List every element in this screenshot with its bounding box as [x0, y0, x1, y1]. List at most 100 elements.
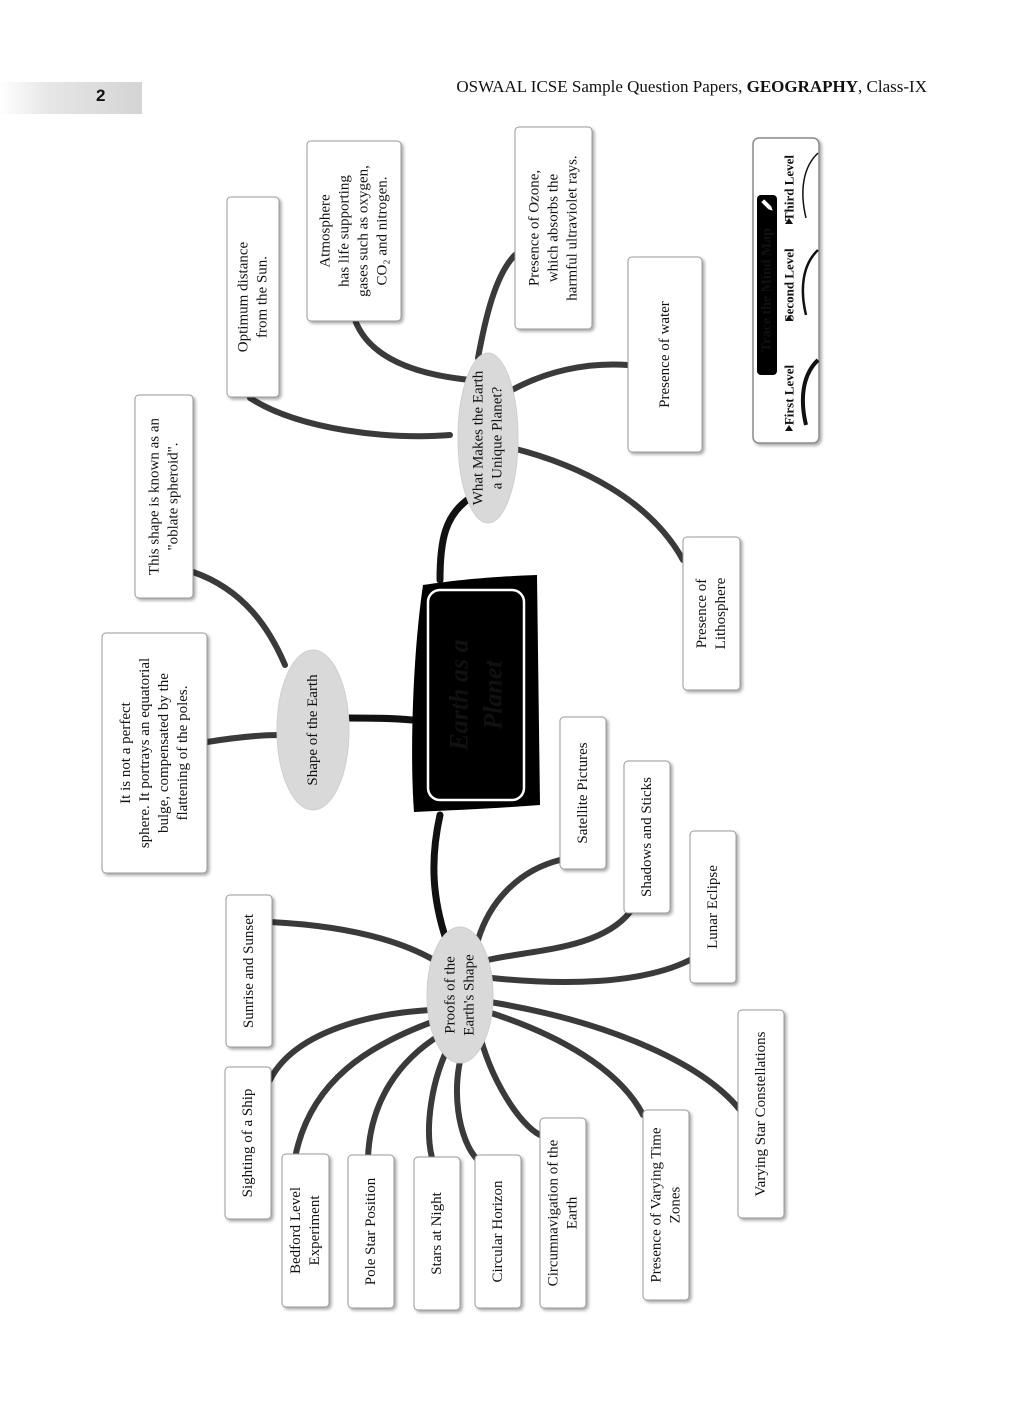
leaf-varying-star-constellations-text-line: Varying Star Constellations: [753, 1031, 769, 1196]
link-proof-circumnavigation: [475, 1025, 543, 1138]
link-proof-shadows: [485, 909, 633, 963]
leaf-satellite-pictures-box: [559, 716, 607, 870]
leaf-ozone-text-line: Presence of Ozone,: [527, 170, 543, 286]
leaf-water-box: [627, 256, 703, 453]
link-proof-satellite: [475, 857, 563, 943]
link-center-unique: [436, 494, 474, 584]
link-unique-ozone: [475, 252, 518, 361]
leaf-satellite-pictures-text-line: Satellite Pictures: [575, 742, 591, 843]
leaf-sighting-of-ship-text: Sighting of a Ship: [240, 1089, 256, 1198]
header-subject: GEOGRAPHY: [746, 77, 859, 96]
leaf-sunrise-sunset-text-line: Sunrise and Sunset: [241, 913, 257, 1028]
leaf-ozone-text-line: which absorbs the: [546, 174, 562, 283]
leaf-lithosphere-box: [682, 536, 741, 691]
leaf-circular-horizon-text: Circular Horizon: [490, 1180, 506, 1283]
leaf-shadows-and-sticks-text: Shadows and Sticks: [639, 777, 655, 897]
leaf-varying-star-constellations-text: Varying Star Constellations: [753, 1031, 769, 1196]
link-shape-oblate: [190, 569, 288, 668]
leaf-oblate-spheroid-box: [134, 394, 194, 599]
legend-level-label: Second Level: [782, 248, 797, 322]
leaf-atmosphere-text-line: has life supporting: [337, 175, 353, 287]
leaf-circumnavigation-box: [539, 1117, 587, 1309]
leaf-optimum-distance-box: [226, 196, 280, 398]
leaf-pole-star-position-box: [347, 1154, 395, 1309]
page-header: OSWAAL ICSE Sample Question Papers, GEOG…: [456, 77, 927, 97]
legend-title: Trace the Mind Map: [760, 228, 775, 352]
topic-proofs-label-line: Proofs of the: [443, 956, 459, 1034]
legend-bullet-icon: [785, 425, 793, 431]
legend-title-line: Trace the Mind Map: [760, 228, 775, 352]
leaf-oblate-spheroid-text-line: This shape is known as an: [147, 417, 163, 575]
link-proof-ship: [267, 1007, 433, 1083]
legend-level-label: Third Level: [782, 155, 797, 221]
leaf-optimum-distance-text-line: from the Sun.: [255, 256, 271, 338]
legend-title-bg: [757, 195, 777, 375]
leaf-circumnavigation-text-line: Earth: [565, 1196, 581, 1229]
leaf-equatorial-bulge-text-line: It is not a perfect: [118, 701, 134, 803]
leaf-satellite-pictures-text: Satellite Pictures: [575, 742, 591, 843]
leaf-atmosphere-text-line: CO₂ and nitrogen.: [375, 177, 391, 286]
link-proof-constellations: [487, 999, 743, 1113]
leaf-varying-time-zones-text-line: Presence of Varying Time: [649, 1127, 665, 1282]
link-proof-sunrise: [267, 919, 437, 963]
leaf-sighting-of-ship-box: [224, 1066, 272, 1220]
link-unique-atmosphere: [352, 317, 473, 383]
leaf-shadows-and-sticks-text-line: Shadows and Sticks: [639, 777, 655, 897]
leaf-stars-at-night-box: [413, 1156, 461, 1311]
leaf-lithosphere-text-line: Presence of: [694, 579, 710, 649]
leaf-sunrise-sunset-box: [225, 894, 273, 1048]
leaf-water-text: Presence of water: [657, 301, 673, 408]
topic-shape-of-earth: [276, 649, 350, 811]
link-proof-bedford: [292, 1019, 435, 1161]
leaf-shadows-and-sticks-box: [623, 760, 671, 914]
link-unique-distance: [247, 395, 453, 440]
leaf-equatorial-bulge-box: [101, 632, 208, 874]
leaf-lunar-eclipse-text-line: Lunar Eclipse: [705, 865, 721, 949]
leaf-bedford-level-box: [281, 1153, 330, 1308]
page-number-bar: [0, 82, 142, 114]
link-proof-polestar: [365, 1032, 443, 1161]
topic-unique-planet-label-line: What Makes the Earth: [471, 370, 487, 505]
leaf-ozone-text-line: harmful ultraviolet rays.: [565, 155, 581, 300]
leaf-sunrise-sunset-text: Sunrise and Sunset: [241, 913, 257, 1028]
leaf-water-text-line: Presence of water: [657, 301, 673, 408]
leaf-stars-at-night-text-line: Stars at Night: [429, 1191, 445, 1274]
legend-level-curve: [802, 152, 819, 219]
legend-level-curve: [800, 358, 820, 426]
link-proof-lunar: [489, 957, 693, 985]
link-unique-water: [509, 361, 631, 393]
central-topic-line: Earth as a: [445, 639, 474, 751]
leaf-optimum-distance-text-line: Optimum distance: [236, 241, 252, 352]
leaf-bedford-level-text-line: Bedford Level: [288, 1187, 304, 1274]
leaf-varying-time-zones-box: [642, 1109, 690, 1301]
leaf-circumnavigation-text-line: Circumnavigation of the: [546, 1139, 562, 1286]
topic-shape-of-earth-label: Shape of the Earth: [305, 674, 321, 786]
leaf-bedford-level-text-line: Experiment: [307, 1195, 323, 1266]
leaf-oblate-spheroid-text-line: "oblate spheroid".: [166, 442, 182, 550]
header-title-prefix: OSWAAL ICSE Sample Question Papers,: [456, 77, 747, 96]
leaf-circular-horizon-text-line: Circular Horizon: [490, 1180, 506, 1283]
link-proof-timezones: [485, 1009, 646, 1118]
header-title-suffix: , Class-IX: [858, 77, 927, 96]
link-center-proofs: [430, 811, 452, 949]
topic-shape-of-earth-label-line: Shape of the Earth: [305, 674, 321, 786]
link-unique-lithosphere: [509, 445, 686, 563]
legend-level-2: Second Level: [782, 248, 819, 322]
leaf-oblate-spheroid-text: This shape is known as an"oblate spheroi…: [147, 417, 182, 575]
page-number: 2: [96, 86, 106, 105]
legend-bullet-icon: [785, 315, 793, 321]
leaf-equatorial-bulge-text-line: bulge, compensated by the: [156, 673, 172, 833]
central-topic-line: Planet: [479, 660, 508, 731]
leaf-ozone-box: [514, 126, 593, 330]
leaf-atmosphere-text-line: gases such as oxygen,: [356, 165, 372, 297]
